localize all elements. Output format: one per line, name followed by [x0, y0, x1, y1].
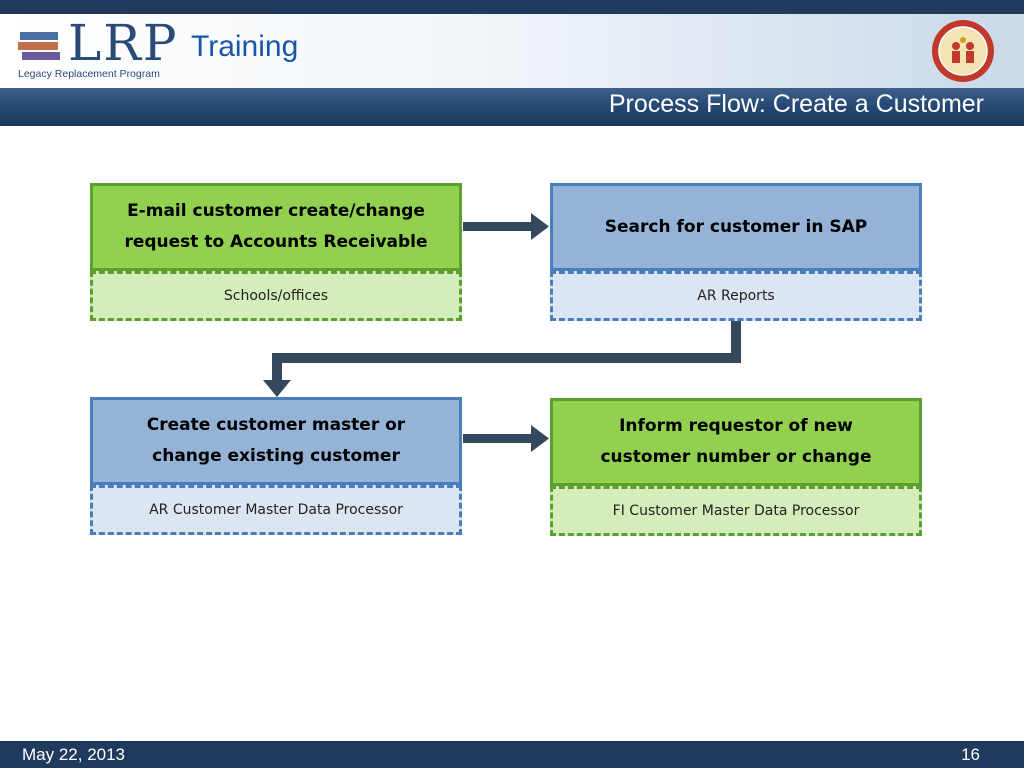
page-number: 16 — [961, 745, 980, 764]
step-email-request: E-mail customer create/change request to… — [90, 183, 462, 271]
header-banner — [0, 14, 1024, 90]
step-create-customer-master-line1: Create customer master or — [146, 415, 406, 435]
role-fi-customer-master-data-processor-label: FI Customer Master Data Processor — [612, 503, 860, 519]
arrow-step3-to-step4 — [463, 425, 549, 452]
step-inform-requestor-line2: customer number or change — [600, 447, 872, 467]
step-create-customer-master-line2: change existing customer — [152, 446, 400, 466]
step-inform-requestor-line1: Inform requestor of new — [619, 416, 853, 436]
role-ar-reports-label: AR Reports — [697, 288, 775, 304]
role-schools-offices: Schools/offices — [90, 271, 462, 321]
arrow-step1-to-step2 — [463, 213, 549, 240]
logo-text: LRP — [68, 14, 179, 72]
role-schools-offices-label: Schools/offices — [223, 288, 329, 304]
district-seal-icon — [932, 20, 994, 82]
step-search-customer: Search for customer in SAP — [550, 183, 922, 271]
step-email-request-line2: request to Accounts Receivable — [124, 232, 428, 252]
title-bar — [0, 88, 1024, 126]
arrow-step2-to-step3 — [263, 321, 741, 397]
step-search-customer-label: Search for customer in SAP — [604, 216, 868, 237]
training-label: Training — [191, 30, 299, 63]
step-create-customer-master: Create customer master or change existin… — [90, 397, 462, 485]
page-title: Process Flow: Create a Customer — [608, 90, 984, 118]
footer-date: May 22, 2013 — [22, 745, 126, 764]
role-ar-reports: AR Reports — [550, 271, 922, 321]
footer-bar — [0, 741, 1024, 768]
role-ar-customer-master-data-processor-label: AR Customer Master Data Processor — [149, 502, 403, 518]
role-fi-customer-master-data-processor: FI Customer Master Data Processor — [550, 486, 922, 536]
role-ar-customer-master-data-processor: AR Customer Master Data Processor — [90, 485, 462, 535]
books-logo-icon — [18, 32, 60, 60]
top-strip — [0, 0, 1024, 14]
step-email-request-line1: E-mail customer create/change — [127, 201, 425, 221]
step-inform-requestor: Inform requestor of new customer number … — [550, 398, 922, 486]
logo-subtitle: Legacy Replacement Program — [18, 68, 160, 80]
